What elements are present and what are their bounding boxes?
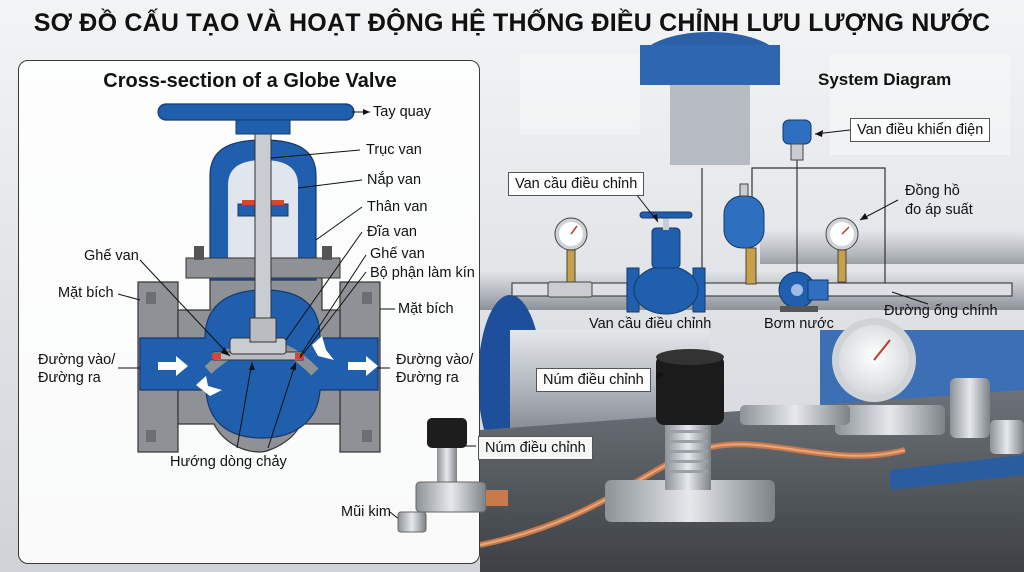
label-duong-ong-chinh: Đường ống chính (884, 303, 998, 319)
label-duong-vao-right-1: Đường vào/ (396, 352, 474, 368)
label-mat-bich-right: Mặt bích (398, 301, 454, 317)
label-ghe-van-right: Ghế van (370, 246, 425, 262)
system-diagram-title: System Diagram (818, 70, 952, 89)
label-huong-dong-chay: Hướng dòng chảy (170, 454, 287, 470)
pressure-gauge-2 (825, 217, 859, 283)
label-duong-vao-right-2: Đường ra (396, 370, 459, 386)
label-tay-quay: Tay quay (373, 104, 432, 120)
label-truc-van: Trục van (366, 142, 422, 158)
label-num-dieu-chinh-large: Núm điều chỉnh (536, 368, 651, 392)
label-dong-ho-1: Đồng hồ (905, 183, 960, 199)
needle-valve-small (397, 418, 508, 533)
label-van-cau-dieu-chinh: Van cầu điều chỉnh (589, 316, 712, 332)
cross-section-title: Cross-section of a Globe Valve (103, 70, 397, 92)
label-van-cau-dieu-chinh-box: Van cầu điều chỉnh (508, 172, 645, 196)
label-bo-phan-lam-kin: Bộ phận làm kín (370, 265, 475, 281)
label-duong-vao-left-2: Đường ra (38, 370, 101, 386)
pressure-gauge-1 (554, 217, 588, 283)
label-num-dieu-chinh-small: Núm điều chỉnh (478, 436, 593, 460)
label-than-van: Thân van (367, 199, 428, 215)
system-globe-valve (626, 211, 706, 315)
seal-right (295, 353, 304, 359)
seal-left (212, 353, 221, 359)
label-bom-nuoc: Bơm nước (764, 316, 834, 332)
label-nap-van: Nắp van (367, 172, 422, 188)
label-mat-bich-left: Mặt bích (58, 285, 114, 301)
water-pump (778, 271, 829, 312)
label-van-dieu-khien-dien: Van điều khiển điện (850, 118, 991, 142)
label-dia-van: Đĩa van (367, 224, 417, 240)
label-dong-ho-2: đo áp suất (905, 202, 973, 218)
label-duong-vao-left-1: Đường vào/ (38, 352, 116, 368)
expansion-tank (723, 183, 765, 285)
electric-control-valve (782, 119, 812, 161)
label-ghe-van-left: Ghế van (84, 248, 139, 264)
label-mui-kim: Mũi kim (341, 504, 391, 520)
page-title: SƠ ĐỒ CẤU TẠO VÀ HOẠT ĐỘNG HỆ THỐNG ĐIỀU… (33, 9, 991, 37)
